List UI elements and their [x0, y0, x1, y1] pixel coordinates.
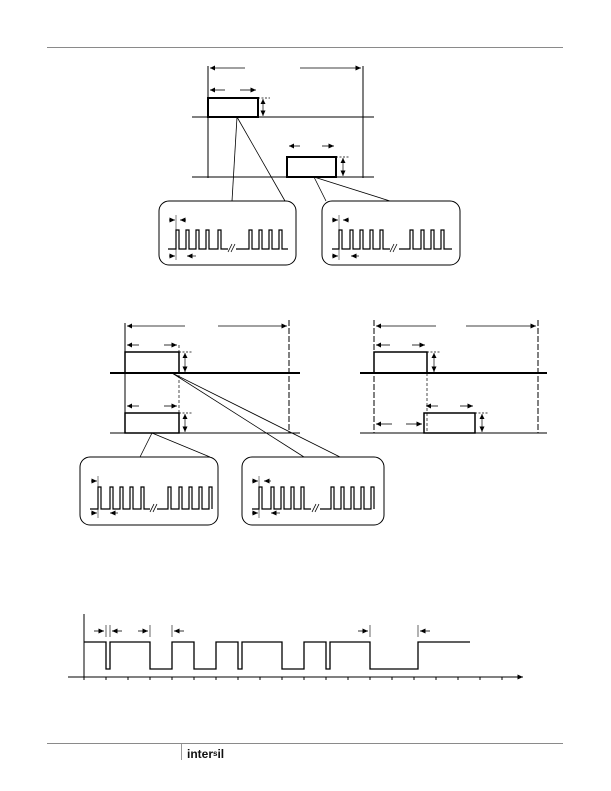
figure-1-timing-diagram — [158, 65, 461, 266]
figure-4-waveform — [68, 614, 523, 680]
footer-separator — [181, 744, 182, 760]
figure-2-timing-diagram — [79, 320, 385, 526]
intersil-logo: intersil — [187, 747, 225, 761]
header-rule — [47, 47, 563, 48]
figure-3-timing-diagram — [360, 320, 547, 434]
footer-rule — [47, 743, 563, 744]
